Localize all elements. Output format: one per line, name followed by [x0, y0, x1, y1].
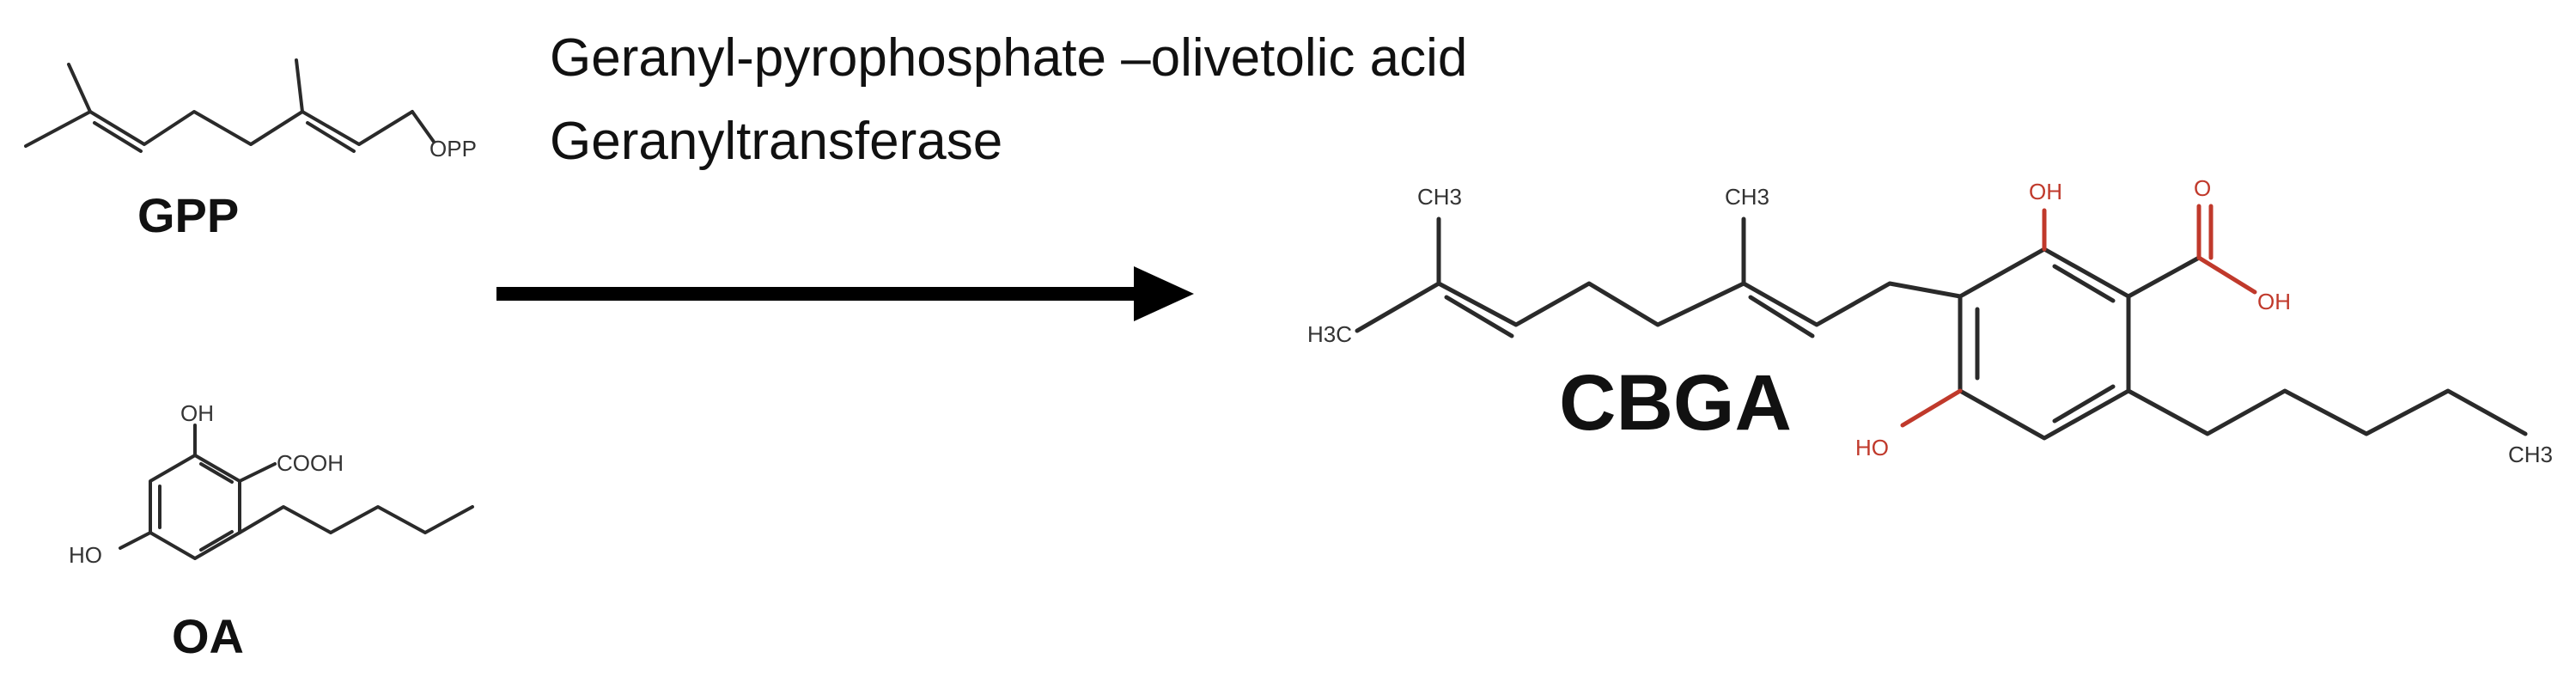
oa-cooh: COOH [277, 450, 344, 476]
enzyme-name-line2: Geranyltransferase [550, 112, 1002, 171]
cbga-structure: OH O OH HO CH3 CH3 H3C CH3 [1307, 175, 2553, 467]
gpp-label: GPP [137, 188, 239, 242]
oa-structure: OH COOH HO [69, 400, 474, 568]
cbga-h3c-left: H3C [1307, 321, 1352, 347]
reaction-arrow [496, 266, 1194, 321]
cbga-ho-ring: HO [1855, 435, 1889, 460]
enzyme-name-line1: Geranyl-pyrophosphate –olivetolic acid [550, 28, 1467, 88]
cbga-carbonyl-o: O [2194, 175, 2211, 201]
cbga-ch3-mid: CH3 [1725, 184, 1769, 210]
oa-oh-top: OH [180, 400, 214, 426]
cbga-label: CBGA [1559, 359, 1792, 447]
gpp-structure: OPP [24, 58, 477, 162]
cbga-acid-oh: OH [2257, 289, 2291, 314]
oa-ho-left: HO [69, 542, 102, 568]
oa-label: OA [172, 609, 244, 663]
cbga-ch3-tail: CH3 [2508, 442, 2553, 467]
cbga-ch3-left: CH3 [1417, 184, 1462, 210]
cbga-oh-top: OH [2029, 179, 2062, 204]
opp-group-label: OPP [429, 136, 477, 162]
